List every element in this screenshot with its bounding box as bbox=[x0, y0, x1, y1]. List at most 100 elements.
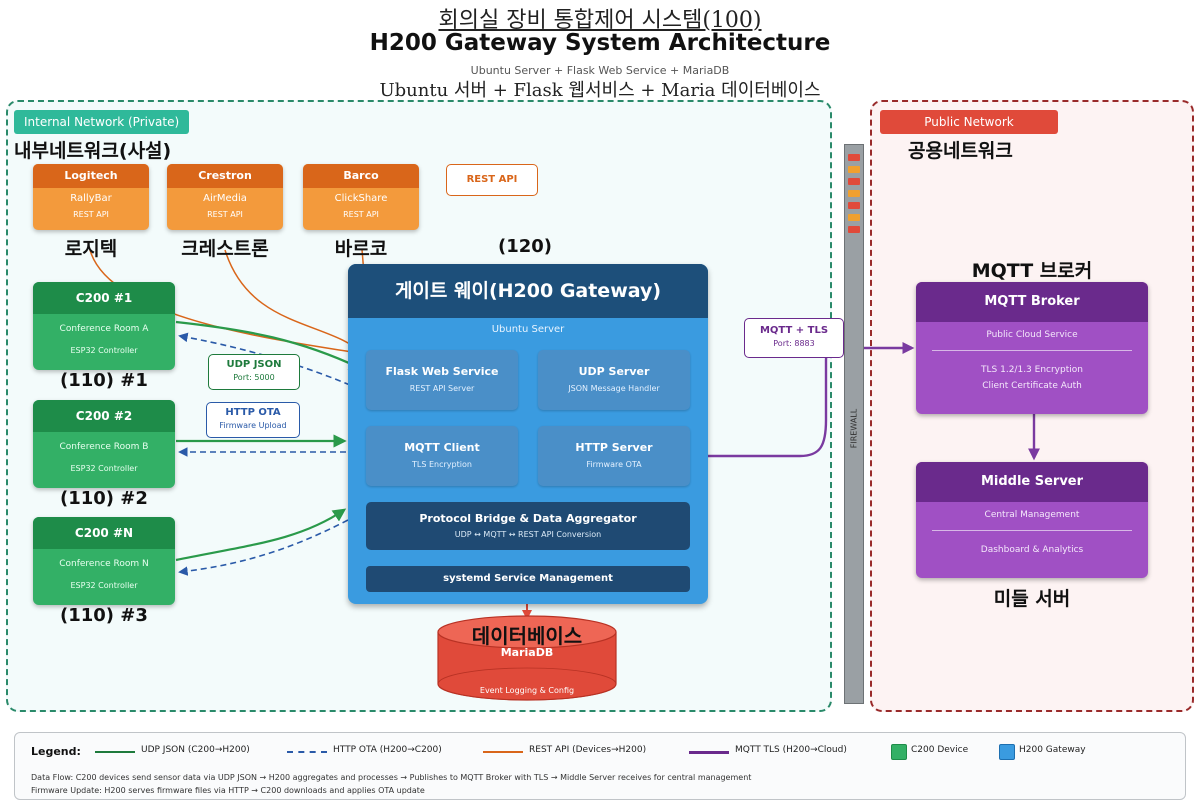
c200-2-name: C200 #2 bbox=[33, 400, 175, 432]
service-mqtt-name: MQTT Client bbox=[366, 441, 518, 454]
c200-card-2: C200 #2 Conference Room B ESP32 Controll… bbox=[33, 400, 175, 488]
database-name: MariaDB bbox=[438, 646, 616, 659]
legend-label-h200: H200 Gateway bbox=[1019, 745, 1086, 755]
mqtt-tls-title: MQTT + TLS bbox=[745, 325, 843, 336]
service-flask-name: Flask Web Service bbox=[366, 365, 518, 378]
firewall-label: FIREWALL bbox=[850, 405, 859, 453]
legend-data-flow-note: Data Flow: C200 devices send sensor data… bbox=[31, 773, 751, 782]
device-logitech-label: 로지텍 bbox=[33, 234, 149, 261]
legend-title: Legend: bbox=[31, 745, 81, 758]
device-crestron-product: AirMedia bbox=[167, 193, 283, 204]
ota-arrow-c200-n bbox=[180, 520, 348, 572]
mqtt-tls-pill: MQTT + TLS Port: 8883 bbox=[744, 318, 844, 358]
service-http-name: HTTP Server bbox=[538, 441, 690, 454]
device-barco-product: ClickShare bbox=[303, 193, 419, 204]
middle-server-line1: Central Management bbox=[916, 510, 1148, 520]
h200-gateway: 게이트 웨이(H200 Gateway) Ubuntu Server Flask… bbox=[348, 264, 708, 604]
mqtt-broker-card: MQTT Broker Public Cloud Service TLS 1.2… bbox=[916, 282, 1148, 414]
middle-server-title: Middle Server bbox=[916, 462, 1148, 502]
udp-json-pill: UDP JSON Port: 5000 bbox=[208, 354, 300, 390]
mqtt-tls-port: Port: 8883 bbox=[745, 339, 843, 348]
middle-server-line2: Dashboard & Analytics bbox=[916, 545, 1148, 555]
service-mqtt-desc: TLS Encryption bbox=[366, 460, 518, 469]
firewall-brick bbox=[848, 154, 860, 161]
gateway-number-label: (120) bbox=[498, 236, 552, 257]
udp-json-title: UDP JSON bbox=[209, 359, 299, 370]
legend-swatch-c200 bbox=[891, 744, 907, 760]
legend-label-c200: C200 Device bbox=[911, 745, 968, 755]
service-http-server: HTTP Server Firmware OTA bbox=[538, 426, 690, 486]
device-barco-api: REST API bbox=[303, 210, 419, 219]
device-logitech-product: RallyBar bbox=[33, 193, 149, 204]
legend-swatch-mqtt bbox=[689, 751, 729, 754]
c200-1-controller: ESP32 Controller bbox=[33, 346, 175, 355]
mqtt-broker-divider bbox=[932, 350, 1132, 351]
c200-n-controller: ESP32 Controller bbox=[33, 581, 175, 590]
firewall-brick bbox=[848, 226, 860, 233]
c200-2-controller: ESP32 Controller bbox=[33, 464, 175, 473]
firewall-brick bbox=[848, 190, 860, 197]
service-udp: UDP Server JSON Message Handler bbox=[538, 350, 690, 410]
device-barco: Barco ClickShare REST API bbox=[303, 164, 419, 230]
legend-panel: Legend: UDP JSON (C200→H200) HTTP OTA (H… bbox=[14, 732, 1186, 800]
service-udp-name: UDP Server bbox=[538, 365, 690, 378]
device-crestron: Crestron AirMedia REST API bbox=[167, 164, 283, 230]
mqtt-tls-line bbox=[706, 348, 912, 456]
protocol-bridge: Protocol Bridge & Data Aggregator UDP ↔ … bbox=[366, 502, 690, 550]
device-barco-brand: Barco bbox=[303, 164, 419, 188]
device-logitech: Logitech RallyBar REST API bbox=[33, 164, 149, 230]
legend-label-ota: HTTP OTA (H200→C200) bbox=[333, 745, 442, 755]
database-label: 데이터베이스 bbox=[438, 620, 616, 649]
device-crestron-api: REST API bbox=[167, 210, 283, 219]
legend-label-mqtt: MQTT TLS (H200→Cloud) bbox=[735, 745, 847, 755]
legend-label-udp: UDP JSON (C200→H200) bbox=[141, 745, 250, 755]
c200-2-room: Conference Room B bbox=[33, 442, 175, 452]
service-flask: Flask Web Service REST API Server bbox=[366, 350, 518, 410]
service-mqtt-client: MQTT Client TLS Encryption bbox=[366, 426, 518, 486]
c200-n-label: (110) #3 bbox=[60, 605, 148, 626]
c200-2-label: (110) #2 bbox=[60, 488, 148, 509]
protocol-bridge-name: Protocol Bridge & Data Aggregator bbox=[366, 512, 690, 525]
mqtt-broker-line3: Client Certificate Auth bbox=[916, 381, 1148, 391]
middle-server-card: Middle Server Central Management Dashboa… bbox=[916, 462, 1148, 578]
device-logitech-api: REST API bbox=[33, 210, 149, 219]
device-barco-label: 바르코 bbox=[303, 234, 419, 261]
rest-api-box: REST API bbox=[446, 164, 538, 196]
http-ota-detail: Firmware Upload bbox=[207, 421, 299, 430]
c200-card-1: C200 #1 Conference Room A ESP32 Controll… bbox=[33, 282, 175, 370]
c200-1-room: Conference Room A bbox=[33, 324, 175, 334]
legend-firmware-note: Firmware Update: H200 serves firmware fi… bbox=[31, 786, 425, 795]
database-desc: Event Logging & Config bbox=[438, 686, 616, 695]
systemd-service: systemd Service Management bbox=[366, 566, 690, 592]
mqtt-broker-title: MQTT Broker bbox=[916, 282, 1148, 322]
legend-swatch-rest bbox=[483, 751, 523, 753]
http-ota-title: HTTP OTA bbox=[207, 407, 299, 418]
device-crestron-brand: Crestron bbox=[167, 164, 283, 188]
udp-json-port: Port: 5000 bbox=[209, 373, 299, 382]
service-flask-desc: REST API Server bbox=[366, 384, 518, 393]
protocol-bridge-desc: UDP ↔ MQTT ↔ REST API Conversion bbox=[366, 530, 690, 539]
legend-swatch-h200 bbox=[999, 744, 1015, 760]
mqtt-broker-label: MQTT 브로커 bbox=[916, 256, 1148, 283]
rest-api-arrow-crestron bbox=[225, 250, 366, 356]
legend-swatch-ota bbox=[287, 751, 327, 753]
device-logitech-brand: Logitech bbox=[33, 164, 149, 188]
firewall-brick bbox=[848, 178, 860, 185]
c200-n-room: Conference Room N bbox=[33, 559, 175, 569]
c200-1-name: C200 #1 bbox=[33, 282, 175, 314]
middle-server-label: 미들 서버 bbox=[916, 584, 1148, 611]
mqtt-broker-line2: TLS 1.2/1.3 Encryption bbox=[916, 365, 1148, 375]
middle-server-divider bbox=[932, 530, 1132, 531]
firewall-brick bbox=[848, 214, 860, 221]
gateway-subtitle: Ubuntu Server bbox=[348, 324, 708, 335]
service-http-desc: Firmware OTA bbox=[538, 460, 690, 469]
legend-label-rest: REST API (Devices→H200) bbox=[529, 745, 646, 755]
firewall-brick bbox=[848, 202, 860, 209]
service-udp-desc: JSON Message Handler bbox=[538, 384, 690, 393]
mqtt-broker-line1: Public Cloud Service bbox=[916, 330, 1148, 340]
http-ota-pill: HTTP OTA Firmware Upload bbox=[206, 402, 300, 438]
c200-card-n: C200 #N Conference Room N ESP32 Controll… bbox=[33, 517, 175, 605]
firewall-brick bbox=[848, 166, 860, 173]
device-crestron-label: 크레스트론 bbox=[160, 234, 290, 261]
c200-n-name: C200 #N bbox=[33, 517, 175, 549]
